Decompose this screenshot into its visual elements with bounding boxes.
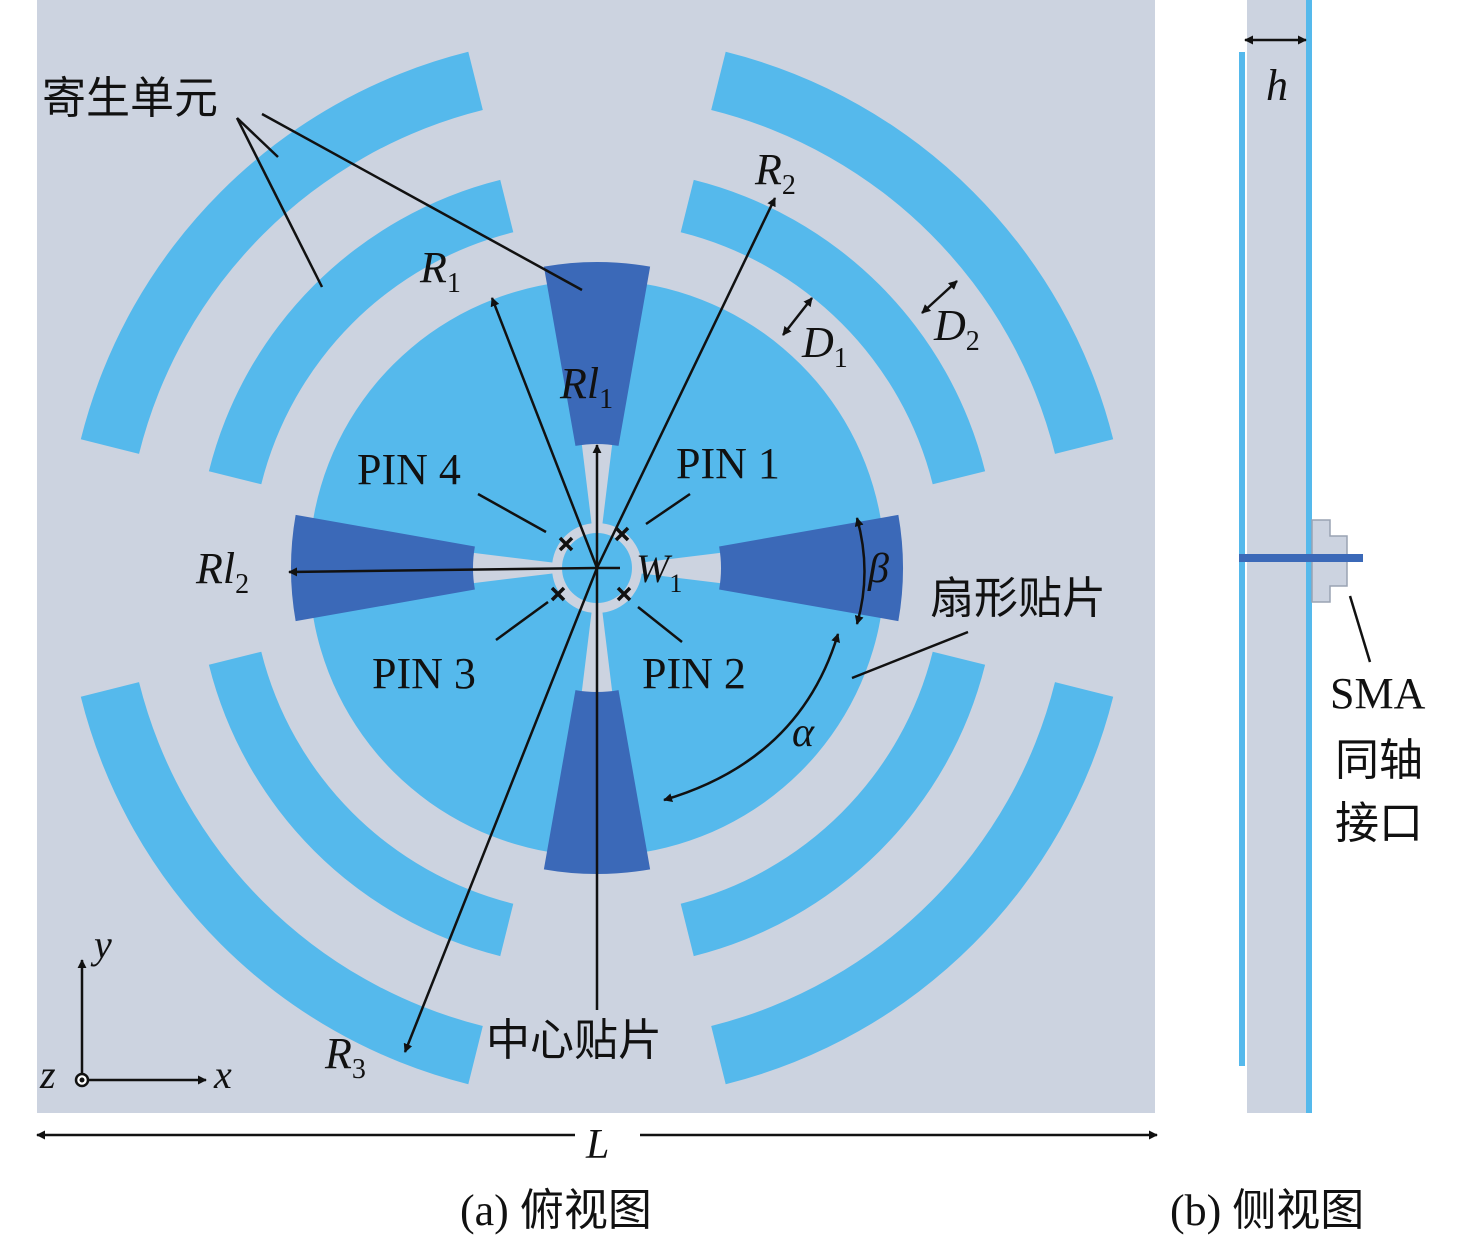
parasitic-leader-3: [261, 112, 583, 292]
beta-label: β: [867, 546, 889, 592]
d2-arrow: [921, 280, 958, 314]
center-patch-label: 中心贴片: [486, 1015, 662, 1066]
pin3-marker: [550, 586, 566, 602]
pin4-marker: [558, 536, 574, 552]
l-label: L: [585, 1122, 609, 1168]
pin4-label: PIN 4: [357, 445, 461, 494]
alpha-label: α: [792, 710, 815, 756]
r2-arrow: [595, 197, 777, 569]
d1-label: D1: [801, 318, 848, 374]
parasitic-leader-2: [235, 117, 324, 288]
pin-markers: [550, 526, 632, 602]
z-axis-dot: [79, 1077, 85, 1083]
alpha-arc: [663, 633, 840, 803]
middle-parasitic-arc-1: [680, 179, 986, 485]
r2-label: R2: [754, 145, 796, 201]
interface-label: 接口: [1335, 798, 1423, 849]
coax-feed-line: [1239, 554, 1363, 562]
sector-patch-label: 扇形贴片: [930, 573, 1106, 624]
pin2-label: PIN 2: [642, 649, 746, 698]
parasitic-outer-ring: [80, 51, 1114, 1085]
beta-arc: [854, 517, 866, 625]
pin3-leader: [495, 600, 549, 642]
axis-x-label: x: [213, 1052, 232, 1097]
r1-label: R1: [419, 243, 461, 299]
d1-arrow: [782, 297, 813, 336]
axis-y-label: y: [90, 922, 112, 967]
pin4-leader: [477, 492, 547, 534]
pin2-marker: [616, 586, 632, 602]
sma-leader: [1348, 595, 1372, 663]
r3-label: R3: [324, 1029, 366, 1085]
caption-top-view: (a) 俯视图: [460, 1186, 652, 1235]
light-sector-patch-2: [311, 282, 592, 563]
rl1-label: Rl1: [559, 359, 613, 415]
middle-parasitic-arc-3: [208, 651, 514, 957]
dark-sector-patch-3: [291, 514, 475, 622]
coax-label: 同轴: [1335, 735, 1423, 786]
d2-label: D2: [933, 301, 980, 357]
pin3-label: PIN 3: [372, 649, 476, 698]
dark-sector-patch-2: [543, 262, 651, 446]
r3-arrow: [403, 567, 599, 1053]
w1-label: W1: [636, 546, 682, 598]
outer-parasitic-arc-2: [80, 51, 483, 454]
dimension-lines: [36, 112, 1158, 1140]
light-sector-patch-3: [311, 573, 592, 854]
axis-z-label: z: [39, 1052, 56, 1097]
pin1-label: PIN 1: [676, 439, 780, 488]
pin1-leader: [645, 492, 691, 526]
top-view: 寄生单元 扇形贴片 中心贴片 PIN 4 PIN 1 PIN 3 PIN 2 R…: [36, 0, 1158, 1235]
r1-arrow: [490, 297, 599, 569]
outer-parasitic-arc-1: [711, 51, 1114, 454]
caption-side-view: (b) 侧视图: [1170, 1186, 1364, 1235]
outer-parasitic-arc-3: [80, 682, 483, 1085]
sma-label: SMA: [1330, 669, 1426, 718]
rl2-arrow: [288, 566, 598, 577]
middle-parasitic-arc-2: [208, 179, 514, 485]
pin1-marker: [614, 526, 630, 542]
parasitic-middle-ring: [208, 179, 986, 957]
outer-parasitic-arc-4: [711, 682, 1114, 1085]
parasitic-label: 寄生单元: [42, 73, 218, 124]
rl2-label: Rl2: [195, 544, 249, 600]
middle-parasitic-arc-4: [680, 651, 986, 957]
parasitic-leader-1: [236, 117, 279, 158]
sector-patch-leader: [851, 630, 969, 680]
h-label: h: [1266, 61, 1288, 110]
pin2-leader: [637, 606, 683, 643]
light-sector-patch-1: [602, 282, 883, 563]
side-view: h SMA 同轴 接口 (b) 侧视图: [1170, 0, 1426, 1235]
